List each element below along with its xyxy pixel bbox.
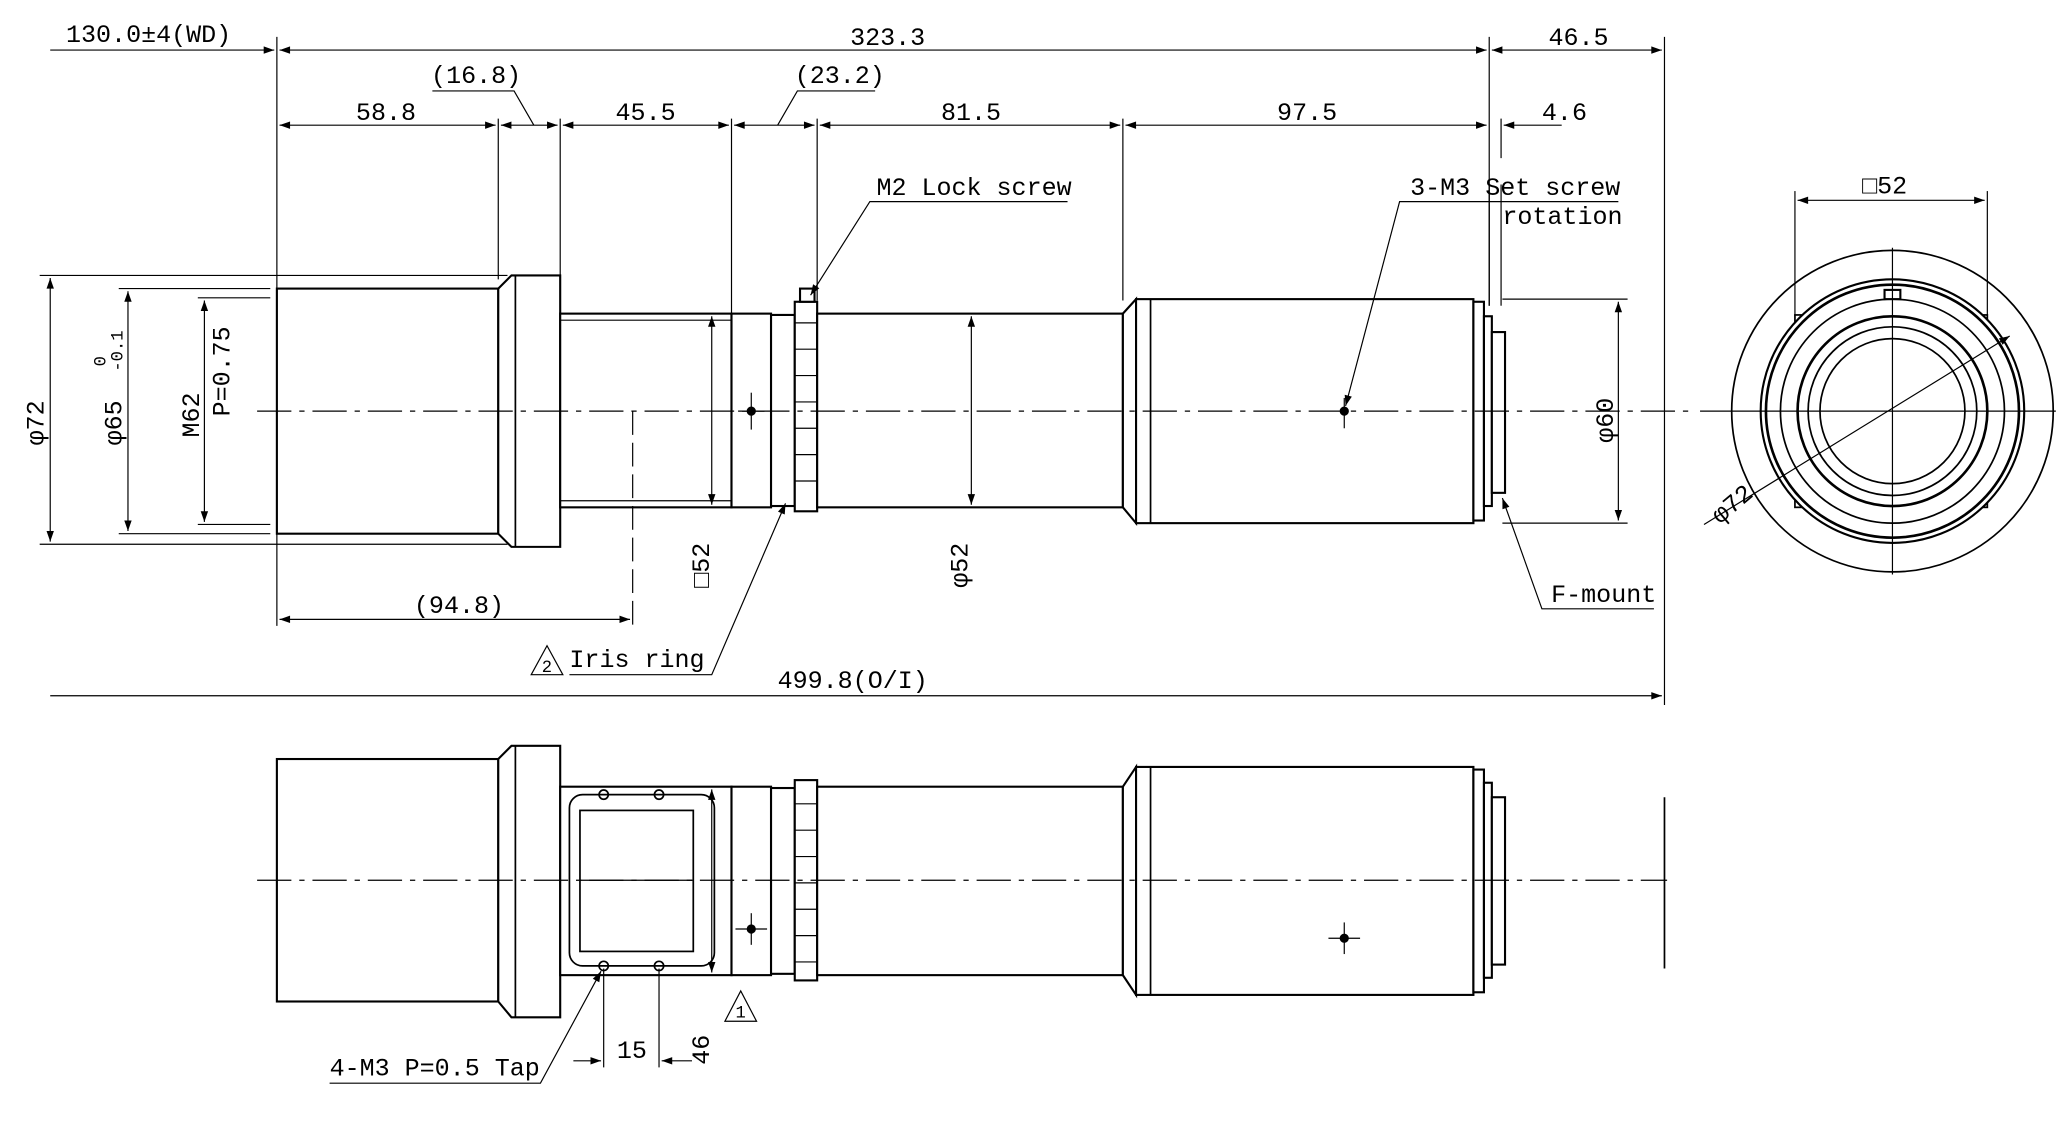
dia-65-tol-lower: -0.1	[110, 330, 129, 371]
dia-60-dimension: φ60	[1592, 398, 1621, 443]
square-52-dimension: □52	[688, 543, 717, 588]
lock-screw	[798, 287, 816, 303]
thread-dimension: M62	[178, 392, 207, 437]
back-length-dimension: 46.5	[1549, 24, 1609, 53]
lens-end-view: □52 φ72	[1700, 173, 2056, 575]
note-1-triangle-icon: 1	[723, 989, 758, 1023]
tube1-length-dimension: 45.5	[616, 99, 676, 128]
wd-dimension: 130.0±4(WD)	[66, 21, 231, 50]
set-screw-marker	[1339, 397, 1349, 429]
diameter-dimensions: φ72 φ65 0 -0.1 M62 P=0.75 □52 φ52 φ60 (9…	[23, 274, 1662, 700]
crosshair-icon	[735, 913, 768, 945]
f-mount-flange	[1490, 331, 1507, 494]
note-2-triangle-icon: 2	[530, 644, 564, 678]
set-screw-label-2: rotation	[1502, 203, 1622, 232]
tap-height-dimension: 46	[688, 1035, 717, 1065]
f-mount-label: F-mount	[1551, 581, 1656, 610]
dia-52-dimension: φ52	[946, 543, 975, 588]
set-screw-label: 3-M3 Set screw	[1410, 174, 1620, 203]
flange-ref-dimension: (16.8)	[431, 62, 521, 91]
body-length-dimension: 97.5	[1277, 99, 1337, 128]
iris-ref-dimension: (23.2)	[795, 62, 885, 91]
iris-ring-label: Iris ring	[569, 646, 704, 675]
overall-length-dimension: 499.8(O/I)	[778, 667, 928, 696]
svg-text:1: 1	[735, 1004, 745, 1023]
dia-72-dimension: φ72	[23, 400, 52, 445]
top-dimensions: 130.0±4(WD) 323.3 46.5 58.8 45.5 81.5 97…	[50, 21, 1666, 705]
svg-text:2: 2	[542, 659, 552, 678]
mount-length-dimension: 4.6	[1542, 99, 1587, 128]
hood-length-dimension: 58.8	[356, 99, 416, 128]
tap-label: 4-M3 P=0.5 Tap	[330, 1054, 540, 1083]
tube2-length-dimension: 81.5	[941, 99, 1001, 128]
length-main-dimension: 323.3	[850, 24, 925, 53]
crosshair-icon	[738, 392, 765, 430]
tap-pitch-dimension: 15	[617, 1037, 647, 1066]
end-square-52-dimension: □52	[1862, 173, 1907, 202]
dia-65-dimension: φ65	[100, 400, 129, 445]
pitch-dimension: P=0.75	[208, 326, 237, 416]
callouts: M2 Lock screw 3-M3 Set screw rotation F-…	[530, 174, 1656, 678]
dia-65-tol-upper: 0	[93, 356, 112, 366]
ref-94-8-dimension: (94.8)	[414, 592, 504, 621]
focus-ring	[793, 300, 819, 513]
lens-side-view	[257, 274, 1694, 548]
lens-bottom-view: 15 46 1 4-M3 P=0.5 Tap	[257, 744, 1668, 1084]
crosshair-icon	[1328, 922, 1361, 955]
lock-screw-label: M2 Lock screw	[876, 174, 1071, 203]
